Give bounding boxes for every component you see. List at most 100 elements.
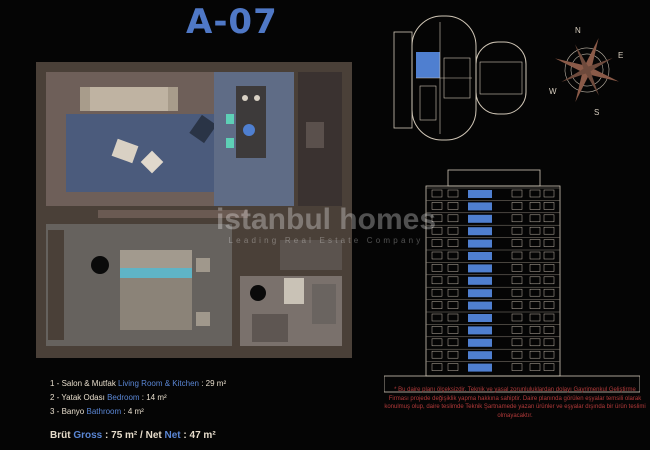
highlighted-unit xyxy=(416,52,440,78)
highlighted-unit-window xyxy=(468,264,492,273)
window xyxy=(529,313,541,322)
window xyxy=(543,313,555,322)
window xyxy=(431,350,443,359)
window xyxy=(543,189,555,198)
living-rug xyxy=(66,114,216,192)
net-label-tr: Net xyxy=(145,430,162,441)
room-area: 4 m² xyxy=(127,407,144,416)
window xyxy=(529,264,541,272)
window xyxy=(431,313,443,322)
net-label-en: Net xyxy=(164,430,181,441)
window xyxy=(529,301,541,309)
window xyxy=(529,251,541,260)
window xyxy=(543,301,555,309)
watermark-brand: istanbul homes xyxy=(215,203,437,236)
window xyxy=(447,251,459,260)
room-item: 1 - Salon & Mutfak Living Room & Kitchen… xyxy=(50,379,227,388)
highlighted-unit-window xyxy=(468,363,492,372)
window xyxy=(543,251,555,260)
window xyxy=(447,326,459,334)
room-number: 2 xyxy=(50,393,55,402)
window xyxy=(543,350,555,359)
window xyxy=(511,363,523,371)
highlighted-unit-window xyxy=(468,252,492,260)
area-totals: Brüt Gross : 75 m² / Net Net : 47 m² xyxy=(50,430,216,441)
window xyxy=(447,338,459,347)
armchair xyxy=(189,114,217,144)
highlighted-unit-window xyxy=(468,239,492,248)
room-area: 14 m² xyxy=(146,393,167,402)
window xyxy=(511,301,523,309)
window xyxy=(529,363,541,371)
window xyxy=(447,264,459,272)
net-value: 47 m² xyxy=(189,430,216,441)
window xyxy=(511,202,523,210)
window xyxy=(529,226,541,235)
highlighted-unit-window xyxy=(468,214,492,223)
window xyxy=(529,202,541,210)
window xyxy=(511,239,523,247)
window xyxy=(431,338,443,347)
room-area: 29 m² xyxy=(205,379,227,388)
highlighted-unit-window xyxy=(468,289,492,298)
highlighted-unit-window xyxy=(468,202,492,211)
window xyxy=(529,189,541,198)
room-name-tr: Salon & Mutfak xyxy=(61,379,116,388)
window xyxy=(511,276,523,285)
room-name-tr: Yatak Odası xyxy=(61,393,105,402)
room-name-en: Living Room & Kitchen xyxy=(118,379,199,388)
window xyxy=(543,276,555,285)
gross-label-tr: Brüt xyxy=(50,430,71,441)
window xyxy=(511,288,523,297)
window xyxy=(431,251,443,260)
gross-value: 75 m² xyxy=(111,430,138,441)
window xyxy=(431,264,443,272)
room-item: 2 - Yatak Odası Bedroom : 14 m² xyxy=(50,393,167,402)
window xyxy=(543,338,555,347)
window xyxy=(431,189,443,198)
floor-plan xyxy=(36,62,352,358)
window xyxy=(543,239,555,247)
room-number: 3 xyxy=(50,407,55,416)
window xyxy=(529,338,541,347)
highlighted-unit-window xyxy=(468,314,492,322)
compass-e: E xyxy=(618,51,623,60)
compass-w: W xyxy=(549,87,557,96)
room-name-en: Bedroom xyxy=(107,393,140,402)
blue-accent xyxy=(243,124,255,136)
room-legend: 1 - Salon & Mutfak Living Room & Kitchen… xyxy=(50,377,226,419)
window xyxy=(543,202,555,210)
window xyxy=(511,350,523,359)
window xyxy=(431,326,443,334)
window xyxy=(543,214,555,223)
compass-n: N xyxy=(575,26,581,35)
window xyxy=(447,214,459,223)
unit-title: A-07 xyxy=(186,2,278,42)
window xyxy=(447,189,459,198)
highlighted-unit-window xyxy=(468,351,492,360)
highlighted-unit-window xyxy=(468,301,492,310)
sofa xyxy=(80,87,178,111)
window xyxy=(431,301,443,309)
highlighted-unit-window xyxy=(468,326,492,335)
window xyxy=(447,363,459,371)
compass-s: S xyxy=(594,108,599,117)
window xyxy=(431,276,443,285)
window xyxy=(543,264,555,272)
window xyxy=(543,326,555,334)
window xyxy=(529,326,541,334)
window xyxy=(431,363,443,371)
room-name-en: Bathroom xyxy=(86,407,122,416)
highlighted-unit-window xyxy=(468,276,492,285)
window xyxy=(447,301,459,309)
window xyxy=(431,226,443,235)
window xyxy=(431,239,443,247)
window xyxy=(431,288,443,297)
window xyxy=(511,189,523,198)
highlighted-unit-window xyxy=(468,190,492,198)
window xyxy=(511,226,523,235)
watermark-tagline: Leading Real Estate Company xyxy=(228,236,424,245)
window xyxy=(511,251,523,260)
window xyxy=(511,313,523,322)
window xyxy=(511,326,523,334)
